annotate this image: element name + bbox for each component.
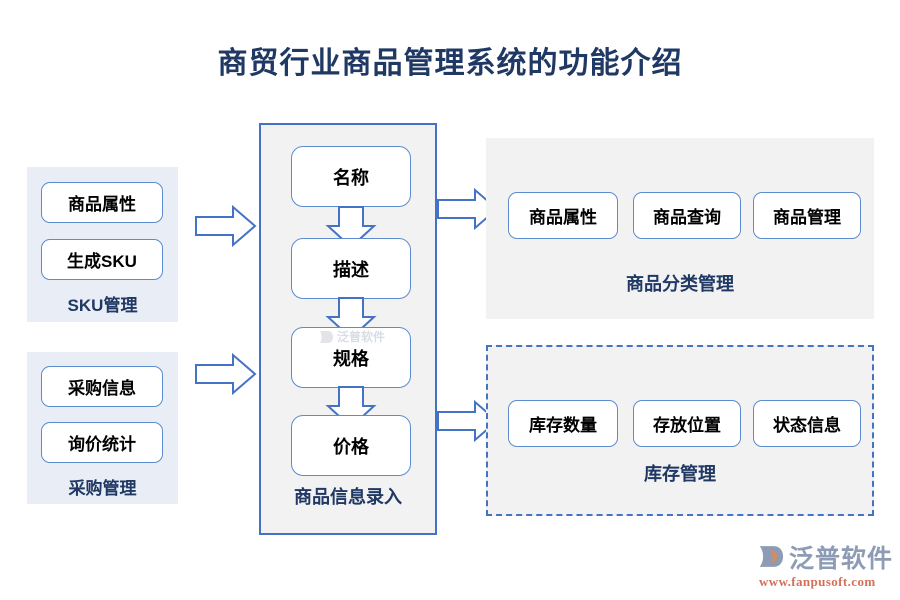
node-label: 库存数量 xyxy=(529,416,597,435)
node-stock-location[interactable]: 存放位置 xyxy=(633,400,741,447)
arrow-right-icon xyxy=(195,204,257,248)
node-label: 名称 xyxy=(333,167,369,188)
group-label-stock-management: 库存管理 xyxy=(644,464,716,484)
arrow-sku-to-entry xyxy=(195,204,257,248)
group-label-sku-management: SKU管理 xyxy=(67,296,138,315)
node-sku-product-attribute[interactable]: 商品属性 xyxy=(41,182,163,223)
node-label: 规格 xyxy=(333,348,369,369)
node-label: 价格 xyxy=(333,436,369,457)
node-entry-description[interactable]: 描述 xyxy=(291,238,411,299)
arrow-down-icon xyxy=(325,206,377,249)
node-label: 采购信息 xyxy=(68,379,136,398)
node-label: 状态信息 xyxy=(773,416,841,435)
logo-url: www.fanpusoft.com xyxy=(759,574,876,589)
group-label-product-info-entry: 商品信息录入 xyxy=(294,487,402,507)
node-entry-specification[interactable]: 规格 xyxy=(291,327,411,388)
node-stock-quantity[interactable]: 库存数量 xyxy=(508,400,618,447)
node-stock-status-info[interactable]: 状态信息 xyxy=(753,400,861,447)
brand-logo: 泛普软件 www.fanpusoft.com xyxy=(757,540,893,592)
page-title: 商贸行业商品管理系统的功能介绍 xyxy=(217,47,683,80)
node-category-product-query[interactable]: 商品查询 xyxy=(633,192,741,239)
node-label: 生成SKU xyxy=(67,252,137,271)
fanpu-logo-mark-icon xyxy=(759,546,784,567)
node-sku-generate-sku[interactable]: 生成SKU xyxy=(41,239,163,280)
node-entry-price[interactable]: 价格 xyxy=(291,415,411,476)
node-label: 商品属性 xyxy=(529,208,597,227)
arrow-name-to-description xyxy=(320,206,382,249)
node-purchase-inquiry-statistics[interactable]: 询价统计 xyxy=(41,422,163,463)
node-label: 询价统计 xyxy=(68,435,136,454)
node-entry-name[interactable]: 名称 xyxy=(291,146,411,207)
logo-row: 泛普软件 xyxy=(757,540,893,573)
node-label: 存放位置 xyxy=(653,416,721,435)
group-label-category-management: 商品分类管理 xyxy=(626,274,734,294)
node-label: 商品属性 xyxy=(68,195,136,214)
node-category-product-attribute[interactable]: 商品属性 xyxy=(508,192,618,239)
arrow-right-icon xyxy=(195,352,257,396)
node-label: 描述 xyxy=(333,259,369,280)
node-label: 商品管理 xyxy=(773,208,841,227)
logo-name: 泛普软件 xyxy=(788,544,893,573)
arrow-purchase-to-entry xyxy=(195,352,257,396)
node-purchase-info[interactable]: 采购信息 xyxy=(41,366,163,407)
node-label: 商品查询 xyxy=(653,208,721,227)
node-category-product-management[interactable]: 商品管理 xyxy=(753,192,861,239)
group-label-purchase-management: 采购管理 xyxy=(68,479,137,498)
